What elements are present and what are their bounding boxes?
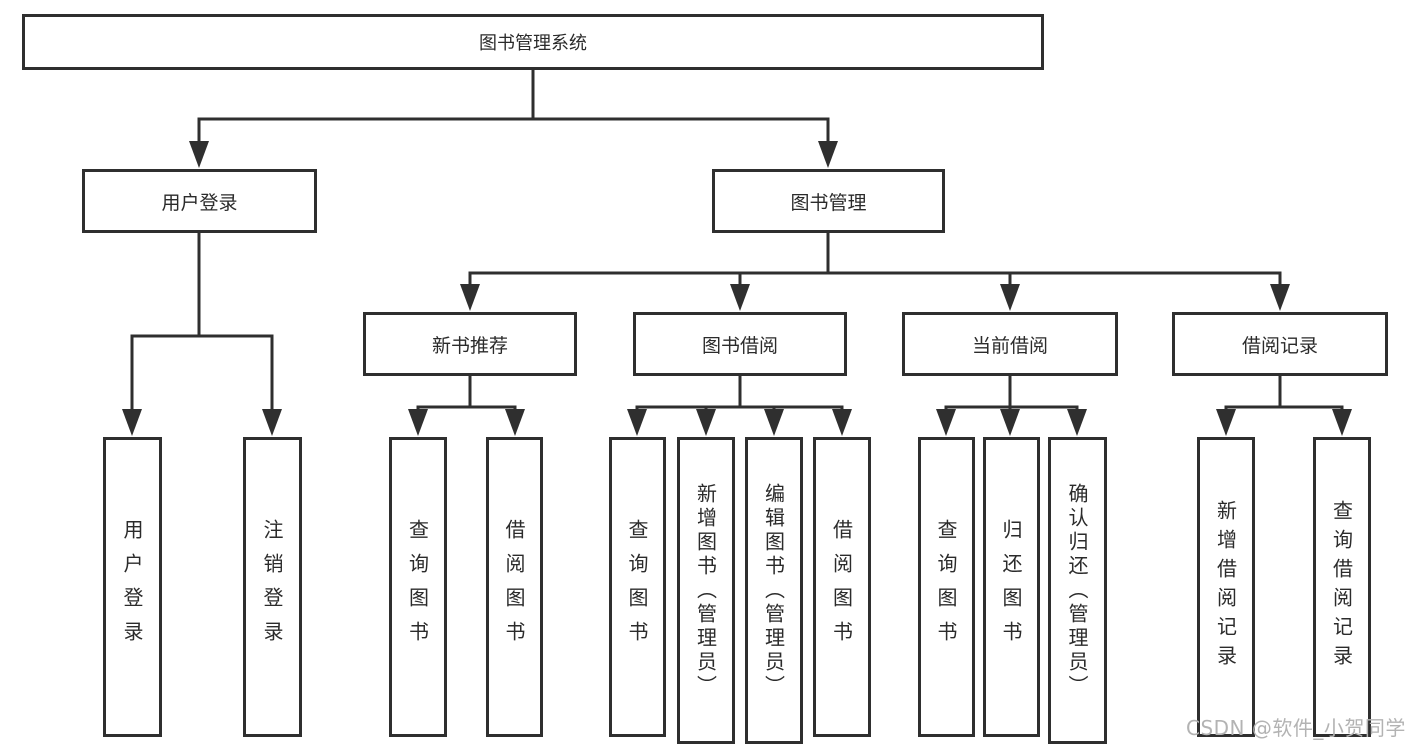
arrowheads: [122, 141, 1352, 436]
leaf-query-books-2-label: 查询图书: [625, 519, 649, 655]
leaf-query-books-3-label: 查询图书: [934, 519, 958, 655]
leaf-edit-book-admin-label: 编辑图书（管理员）: [761, 482, 786, 699]
node-user-login-label: 用户登录: [161, 191, 238, 214]
edge-newbook-split: [416, 405, 517, 412]
node-book-management: 图书管理: [712, 169, 945, 233]
node-book-borrow: 图书借阅: [633, 312, 847, 376]
leaf-borrow-books-2: 借阅图书: [813, 437, 871, 737]
node-current-borrow-label: 当前借阅: [971, 334, 1048, 357]
leaf-add-book-admin: 新增图书（管理员）: [677, 437, 735, 744]
node-current-borrow: 当前借阅: [902, 312, 1118, 376]
leaf-query-books-1-label: 查询图书: [405, 519, 430, 655]
leaf-logout: 注销登录: [243, 437, 302, 737]
leaf-query-borrow-record-label: 查询借阅记录: [1329, 500, 1354, 674]
edge-records-split: [1224, 405, 1344, 412]
leaf-query-borrow-record: 查询借阅记录: [1313, 437, 1371, 737]
edge-level1-split: [197, 117, 830, 146]
leaf-user-login: 用户登录: [103, 437, 162, 737]
edge-borrow-split: [635, 405, 844, 412]
leaf-borrow-books-2-label: 借阅图书: [829, 519, 854, 655]
leaf-borrow-books-1: 借阅图书: [486, 437, 543, 737]
node-new-book-recommend: 新书推荐: [363, 312, 577, 376]
leaf-query-books-1: 查询图书: [389, 437, 447, 737]
leaf-query-books-3: 查询图书: [918, 437, 975, 737]
node-borrow-records-label: 借阅记录: [1241, 334, 1318, 357]
leaf-add-borrow-record-label: 新增借阅记录: [1213, 500, 1238, 674]
leaf-confirm-return-admin-label: 确认归还（管理员）: [1065, 482, 1089, 699]
node-root: 图书管理系统: [22, 14, 1044, 70]
leaf-return-books: 归还图书: [983, 437, 1040, 737]
leaf-query-books-2: 查询图书: [609, 437, 666, 737]
csdn-watermark: CSDN @软件_小贺同学: [1186, 716, 1405, 740]
node-root-label: 图书管理系统: [479, 33, 587, 54]
node-user-login: 用户登录: [82, 169, 317, 233]
leaf-add-borrow-record: 新增借阅记录: [1197, 437, 1255, 737]
node-new-book-recommend-label: 新书推荐: [431, 334, 508, 357]
node-book-management-label: 图书管理: [790, 191, 867, 214]
leaf-return-books-label: 归还图书: [999, 519, 1023, 655]
leaf-edit-book-admin: 编辑图书（管理员）: [745, 437, 803, 744]
leaf-confirm-return-admin: 确认归还（管理员）: [1048, 437, 1107, 744]
leaf-logout-label: 注销登录: [260, 519, 284, 655]
edge-book-mgmt-split: [468, 271, 1282, 288]
leaf-borrow-books-1-label: 借阅图书: [502, 519, 526, 655]
leaf-add-book-admin-label: 新增图书（管理员）: [693, 482, 718, 699]
edge-user-login-split: [130, 334, 274, 412]
node-borrow-records: 借阅记录: [1172, 312, 1388, 376]
node-book-borrow-label: 图书借阅: [701, 334, 778, 357]
leaf-user-login-label: 用户登录: [120, 519, 144, 655]
